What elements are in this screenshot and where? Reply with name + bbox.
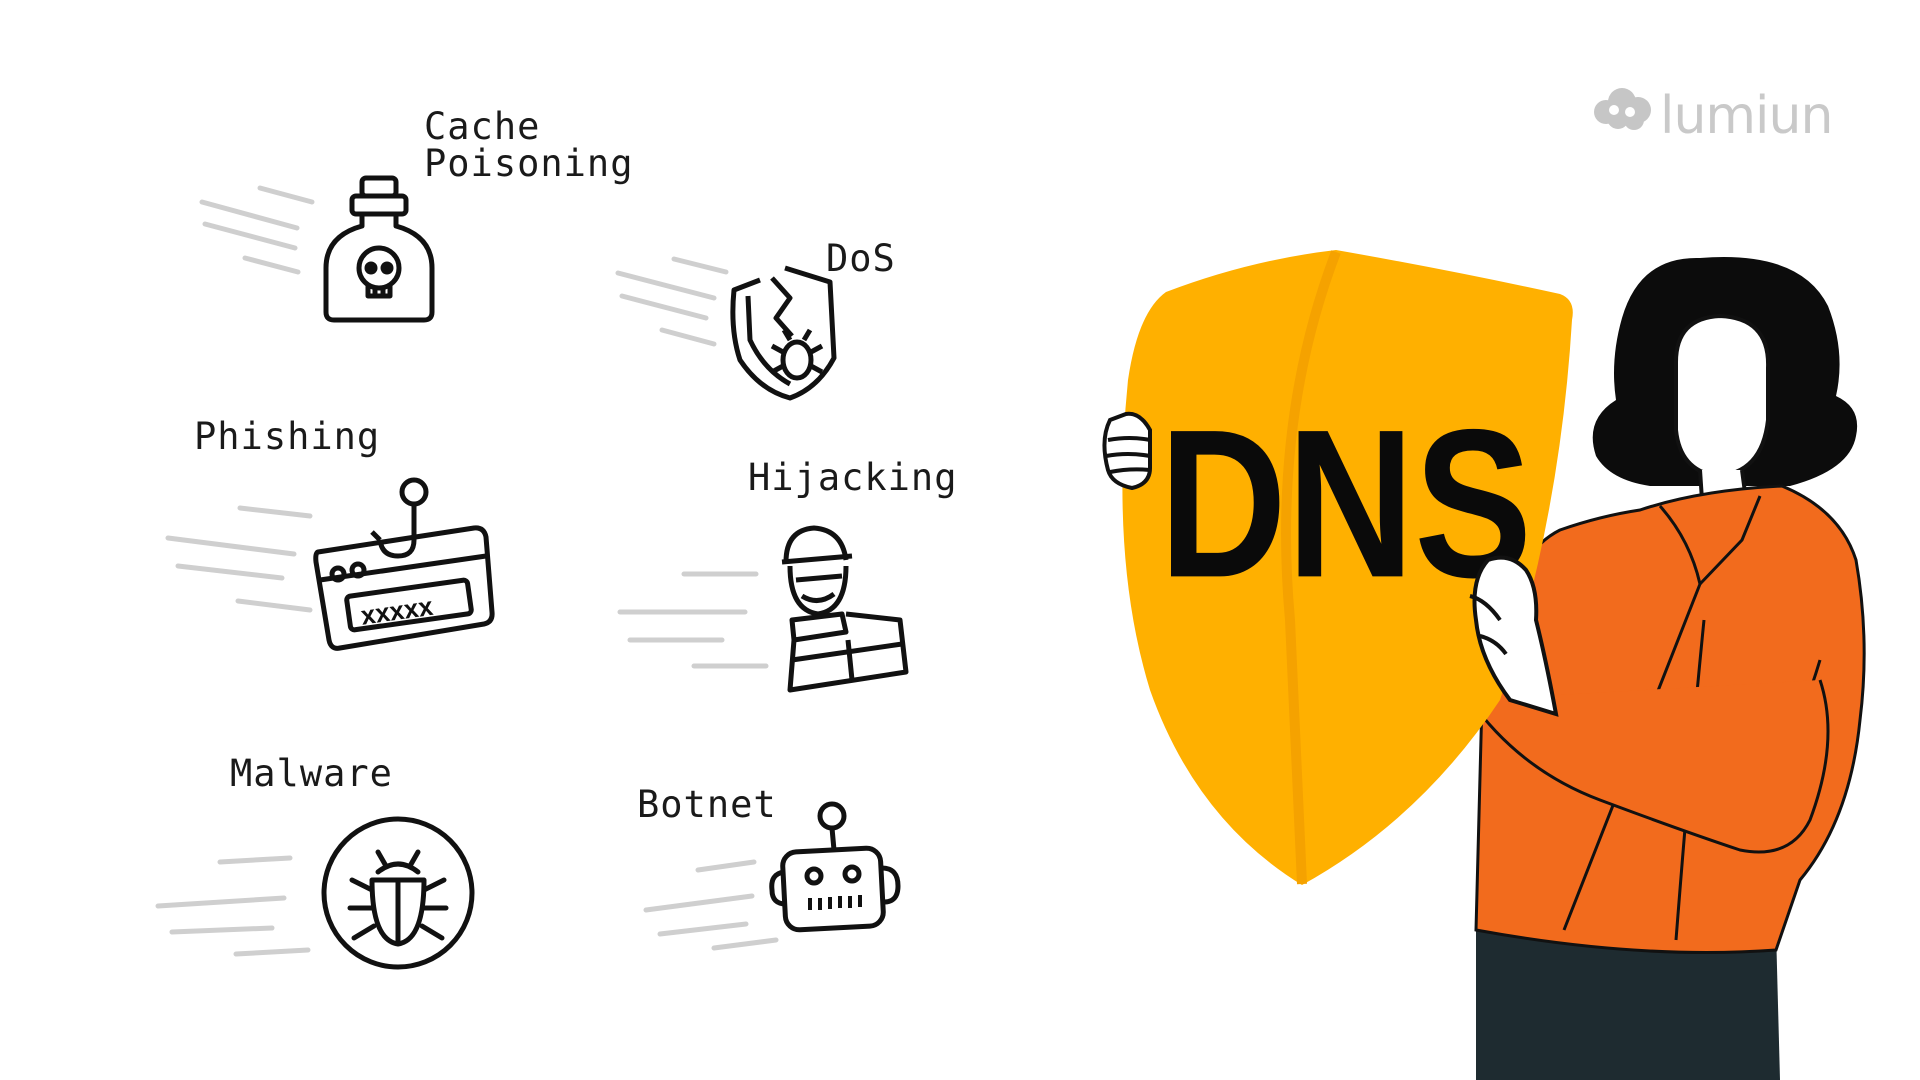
dns-shield: DNS [1122, 250, 1573, 885]
poison-bottle-icon [323, 175, 435, 323]
left-hand [1102, 411, 1152, 491]
threat-label-cache-poisoning: Cache Poisoning [424, 105, 634, 185]
threat-label-hijacking: Hijacking [748, 456, 958, 499]
threat-label-phishing: Phishing [194, 415, 381, 458]
threat-label-malware: Malware [230, 752, 393, 795]
bug-icon [321, 816, 475, 970]
hijacker-icon [781, 525, 909, 693]
shield-text: DNS [1159, 387, 1532, 622]
robot-icon [769, 801, 901, 933]
threat-label-dos: DoS [826, 237, 896, 280]
face [1674, 313, 1771, 479]
pants [1476, 930, 1780, 1080]
brand-name: lumiun [1660, 86, 1833, 146]
threat-label-botnet: Botnet [637, 783, 777, 826]
right-hand [1469, 555, 1559, 717]
broken-shield-bug-icon [730, 265, 837, 401]
lumiun-cloud-logo-icon [1594, 88, 1651, 130]
speed-lines [155, 185, 779, 957]
